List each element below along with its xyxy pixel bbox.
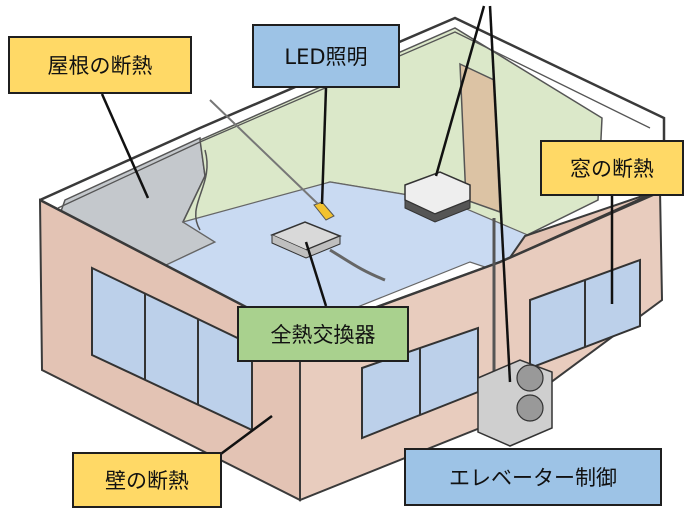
heat-exchanger-label: 全熱交換器 (237, 306, 409, 362)
leader-elevator (488, 5, 512, 383)
led-lamp (313, 201, 335, 221)
window-insulation-label: 窓の断熱 (540, 140, 684, 196)
roof-insulation-label: 屋根の断熱 (8, 36, 192, 94)
leader-roof (100, 93, 150, 199)
elevator-control-label: エレベーター制御 (404, 448, 662, 506)
floor-divider (195, 149, 208, 231)
wall-insulation-label: 壁の断熱 (72, 452, 222, 508)
leader-ceiling-unit (434, 5, 486, 177)
leader-led (320, 87, 328, 205)
leader-heat-exchanger (304, 241, 328, 307)
lamp-beam (209, 99, 319, 205)
led-lighting-label: LED照明 (252, 24, 400, 88)
